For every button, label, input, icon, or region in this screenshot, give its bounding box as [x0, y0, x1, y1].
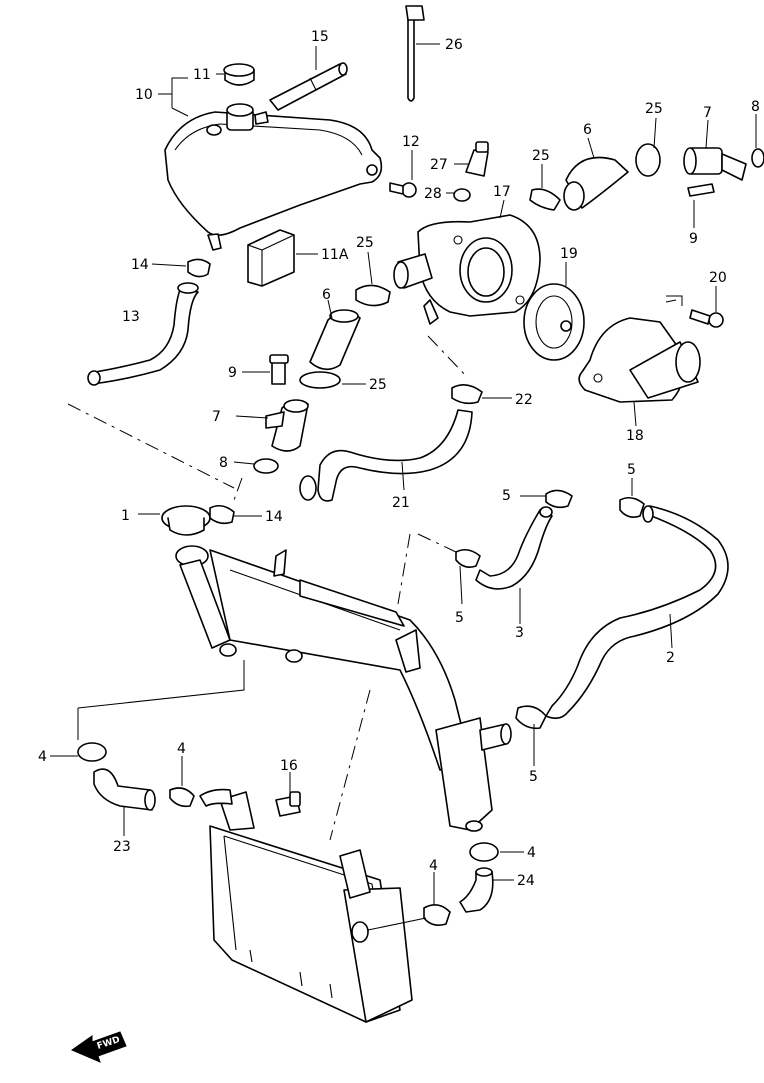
bolt — [389, 182, 417, 198]
callout-8: 8 — [751, 99, 760, 115]
hose-clamp — [451, 384, 483, 405]
callout-4: 4 — [38, 749, 47, 765]
callout-21: 21 — [392, 495, 410, 511]
callout-26: 26 — [445, 37, 463, 53]
callout-11: 11 — [193, 67, 211, 83]
callout-16: 16 — [280, 758, 298, 774]
thermostat-cover — [578, 317, 701, 403]
forward-arrow-icon: FWD — [70, 1031, 127, 1063]
o-ring — [253, 458, 279, 474]
callout-4: 4 — [177, 741, 186, 757]
cable-tie — [405, 5, 425, 102]
callout-24: 24 — [517, 873, 535, 889]
callout-labels: 1 2 3 4 4 4 4 5 5 5 5 6 6 7 7 8 8 9 9 10… — [38, 29, 760, 889]
callout-8: 8 — [219, 455, 228, 471]
hose-fitting — [683, 147, 747, 181]
callout-9: 9 — [689, 231, 698, 247]
callout-18: 18 — [626, 428, 644, 444]
callout-13: 13 — [122, 309, 140, 325]
hose-clamp — [187, 258, 211, 278]
callout-7: 7 — [212, 409, 221, 425]
radiator-lower — [209, 791, 413, 1023]
coolant-hose-bypass — [299, 409, 473, 502]
callout-9: 9 — [228, 365, 237, 381]
callout-22: 22 — [515, 392, 533, 408]
callout-28: 28 — [424, 186, 442, 202]
fitting-bolt — [269, 354, 289, 385]
callout-5: 5 — [529, 769, 538, 785]
coolant-hose-lower-left — [93, 768, 156, 811]
thermostat — [523, 283, 585, 361]
reservoir-hose — [87, 282, 199, 386]
reference-lines — [67, 299, 677, 841]
callout-7: 7 — [703, 105, 712, 121]
callout-6: 6 — [322, 287, 331, 303]
callout-15: 15 — [311, 29, 329, 45]
callout-17: 17 — [493, 184, 511, 200]
callout-19: 19 — [560, 246, 578, 262]
callout-5: 5 — [502, 488, 511, 504]
coolant-hose-2 — [545, 505, 729, 720]
reservoir-cap — [223, 63, 255, 86]
callout-23: 23 — [113, 839, 131, 855]
callout-11a: 11A — [321, 247, 349, 263]
callout-25: 25 — [645, 101, 663, 117]
callout-4: 4 — [429, 858, 438, 874]
callout-25: 25 — [532, 148, 550, 164]
temperature-sensor — [465, 141, 489, 177]
hose-fitting — [265, 399, 309, 452]
hose-clamp — [77, 742, 499, 926]
o-ring — [751, 148, 764, 168]
coolant-hose-3 — [475, 506, 553, 590]
leader-lines — [50, 43, 757, 931]
callout-3: 3 — [515, 625, 524, 641]
caution-label — [247, 229, 295, 287]
callout-25: 25 — [356, 235, 374, 251]
radiator-cap — [161, 505, 211, 536]
fitting-bolt — [687, 183, 715, 197]
callout-5: 5 — [455, 610, 464, 626]
hose-clamp — [355, 143, 661, 307]
radiator-pipe — [199, 788, 233, 807]
callout-12: 12 — [402, 134, 420, 150]
callout-1: 1 — [121, 508, 130, 524]
callout-20: 20 — [709, 270, 727, 286]
coolant-hose-middle — [309, 309, 361, 371]
hose-clamp — [299, 371, 341, 389]
callout-10: 10 — [135, 87, 153, 103]
fan-switch — [275, 791, 301, 817]
hose-clamp — [209, 504, 235, 525]
hose-clamp — [455, 489, 645, 730]
coolant-hose-lower-right — [459, 867, 494, 913]
callout-5: 5 — [627, 462, 636, 478]
callout-2: 2 — [666, 650, 675, 666]
callout-14: 14 — [265, 509, 283, 525]
callout-27: 27 — [430, 157, 448, 173]
reservoir-tank — [164, 103, 383, 251]
coolant-hose-upper — [563, 156, 629, 211]
callout-6: 6 — [583, 122, 592, 138]
thermostat-housing — [393, 214, 541, 325]
callout-4: 4 — [527, 845, 536, 861]
overflow-hose — [269, 62, 348, 111]
callout-25: 25 — [369, 377, 387, 393]
cover-bolt — [689, 309, 724, 328]
radiator-upper — [175, 545, 512, 832]
callout-14: 14 — [131, 257, 149, 273]
washer — [453, 188, 471, 202]
